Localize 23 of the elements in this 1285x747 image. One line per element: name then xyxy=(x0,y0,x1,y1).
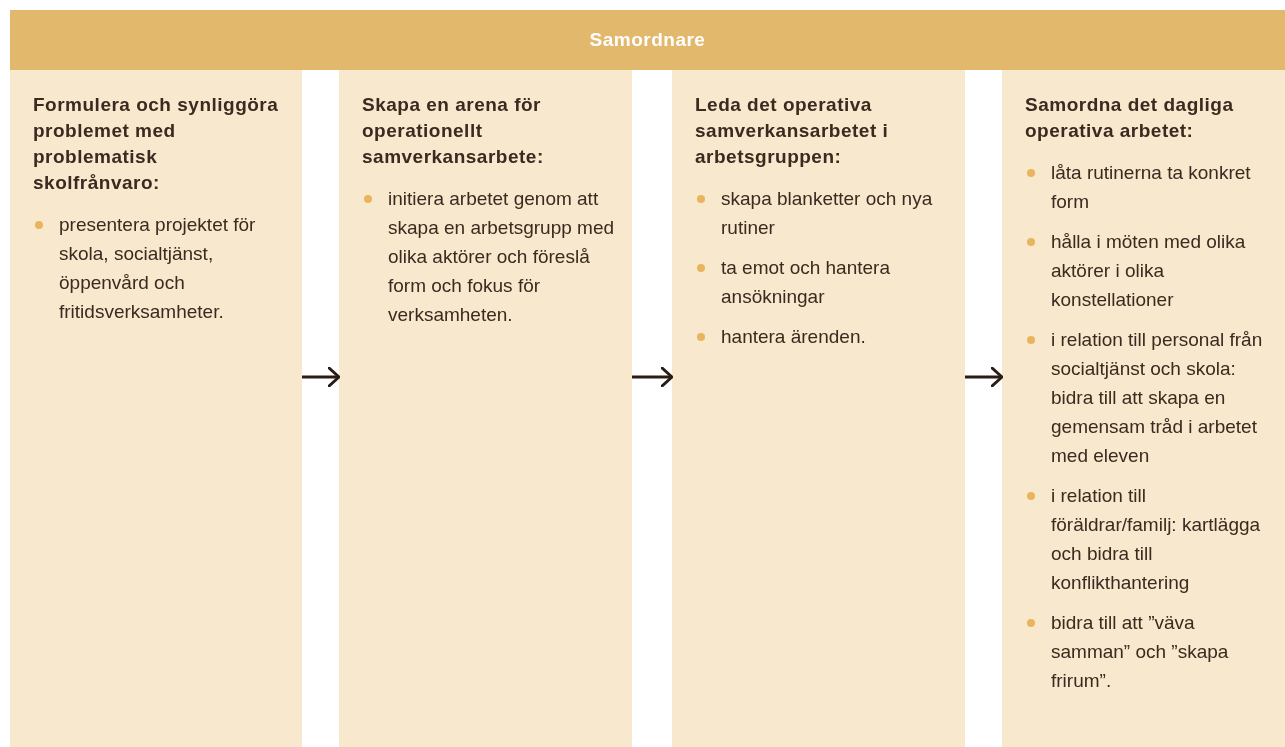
bullet-text: hantera ärenden. xyxy=(721,325,867,349)
bullet-text: initiera arbetet genom att skapa en arbetsgrupp med olika aktörer och föreslå form och fokus för verksamheten. xyxy=(388,187,616,327)
bullet-text: skapa blanketter och nya rutiner xyxy=(721,187,934,240)
column-panel xyxy=(339,70,632,747)
bullet-text: låta rutinerna ta konkret form xyxy=(1051,161,1252,214)
column-heading: Samordna det dagliga operativa arbetet: xyxy=(1025,93,1235,143)
column-heading: Leda det operativa samverkansarbetet i arbetsgruppen: xyxy=(695,93,890,169)
column-panel xyxy=(672,70,965,747)
column-heading: Formulera och synliggöra problemet med problematisk skolfrånvaro: xyxy=(33,93,280,195)
header-band xyxy=(10,10,1285,70)
bullet-text: i relation till personal från socialtjänst och skola: bidra till att skapa en gemensam tråd i arbetet med eleven xyxy=(1051,328,1264,468)
arrow xyxy=(302,366,341,388)
column-heading: Skapa en arena för operationellt samverkansarbete: xyxy=(362,93,545,169)
header-title: Samordnare xyxy=(589,29,706,51)
arrow xyxy=(632,366,674,388)
bullet-text: i relation till föräldrar/familj: kartlägga och bidra till konflikthantering xyxy=(1051,484,1262,595)
column-panel xyxy=(1002,70,1285,747)
bullet-text: ta emot och hantera ansökningar xyxy=(721,256,891,309)
column-panel xyxy=(10,70,302,747)
bullet-text: presentera projektet för skola, socialtjänst, öppenvård och fritidsverksamheter. xyxy=(59,213,257,324)
bullet-text: bidra till att ”väva samman” och ”skapa frirum”. xyxy=(1051,611,1230,693)
bullet-text: hålla i möten med olika aktörer i olika konstellationer xyxy=(1051,230,1247,312)
arrow xyxy=(965,366,1004,388)
